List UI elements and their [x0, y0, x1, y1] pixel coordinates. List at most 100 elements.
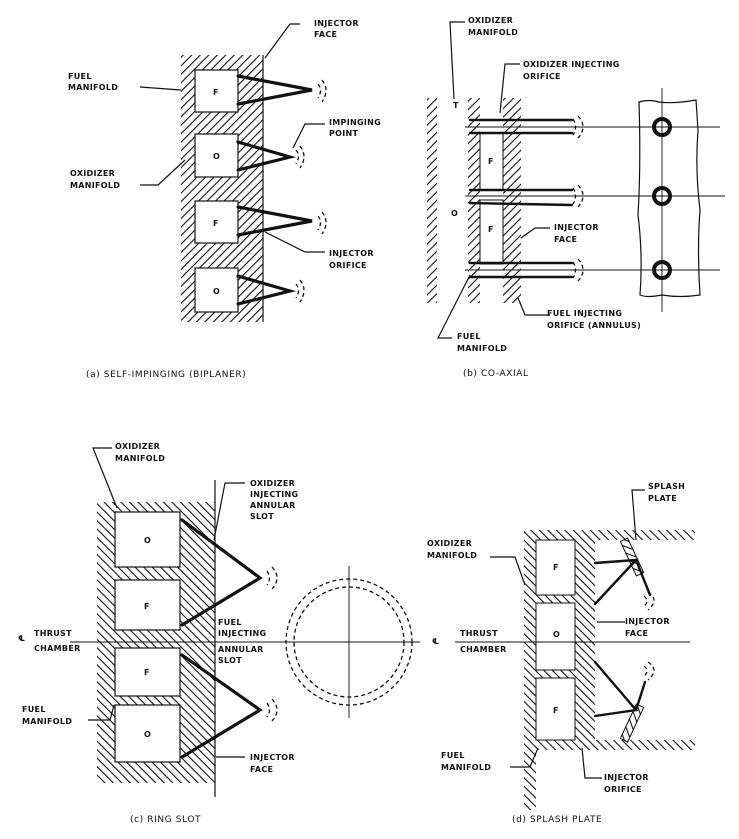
svg-text:OXIDIZER: OXIDIZER — [115, 442, 160, 451]
svg-text:ANNULAR: ANNULAR — [218, 645, 264, 654]
svg-text:OXIDIZER: OXIDIZER — [250, 479, 295, 488]
injector-face-plate — [503, 98, 521, 303]
svg-text:ORIFICE: ORIFICE — [604, 785, 642, 794]
manifold-box: F — [114, 579, 181, 631]
label-fuel-manifold: FUEL MANIFOLD — [68, 72, 118, 92]
svg-text:ORIFICE: ORIFICE — [523, 72, 561, 81]
svg-text:MANIFOLD: MANIFOLD — [68, 83, 118, 92]
svg-text:F: F — [213, 88, 218, 97]
label-oxidizer-injecting-annular-slot: OXIDIZER INJECTING ANNULAR SLOT — [250, 479, 298, 521]
panel-b-co-axial: F F T O — [427, 16, 725, 379]
svg-text:O: O — [213, 287, 220, 296]
svg-text:OXIDIZER: OXIDIZER — [427, 539, 472, 548]
svg-text:FUEL: FUEL — [22, 705, 46, 714]
oxidizer-mark: O — [553, 630, 560, 639]
svg-text:INJECTOR: INJECTOR — [250, 753, 295, 762]
spray-marks — [266, 566, 278, 722]
bottom-wall — [524, 740, 624, 750]
svg-text:INJECTOR: INJECTOR — [604, 773, 649, 782]
slot-jets — [180, 518, 263, 759]
manifold-box: F — [194, 200, 239, 244]
svg-text:FUEL: FUEL — [68, 72, 92, 81]
manifold-box: F — [114, 647, 181, 697]
svg-text:F: F — [213, 219, 218, 228]
svg-text:MANIFOLD: MANIFOLD — [441, 763, 491, 772]
svg-text:MANIFOLD: MANIFOLD — [427, 551, 477, 560]
inner-plate — [468, 98, 480, 303]
manifold-box: F — [194, 69, 239, 113]
svg-text:FUEL INJECTING: FUEL INJECTING — [547, 309, 622, 318]
chamber-top-wall — [595, 530, 695, 540]
spray-marks — [295, 79, 327, 303]
fuel-mark: F — [488, 225, 493, 234]
impinging-jets — [236, 74, 313, 306]
manifold-mark: O — [451, 209, 458, 218]
divider — [536, 670, 575, 678]
panel-c-ring-slot: O F F O OX — [18, 442, 420, 825]
svg-text:INJECTOR: INJECTOR — [554, 223, 599, 232]
manifold-box: O — [114, 511, 181, 568]
top-wall — [524, 530, 624, 540]
svg-text:FACE: FACE — [250, 765, 273, 774]
manifold-box: O — [114, 704, 181, 763]
svg-text:MANIFOLD: MANIFOLD — [70, 181, 120, 190]
svg-text:FACE: FACE — [314, 30, 337, 39]
svg-text:℄: ℄ — [432, 637, 439, 646]
label-thrust-chamber: ℄ THRUST CHAMBER — [18, 629, 81, 653]
manifold-box: O — [194, 267, 239, 313]
label-injector-orifice: INJECTOR ORIFICE — [329, 249, 374, 270]
label-fuel-manifold: FUEL MANIFOLD — [22, 705, 72, 726]
fuel-mark: F — [553, 563, 558, 572]
svg-text:℄: ℄ — [18, 634, 25, 643]
svg-text:ANNULAR: ANNULAR — [250, 501, 296, 510]
panel-a-self-impinging: F O F O — [68, 19, 381, 380]
svg-text:SPLASH: SPLASH — [648, 482, 685, 491]
caption-d: (d) SPLASH PLATE — [512, 815, 602, 825]
svg-text:O: O — [144, 536, 151, 545]
label-fuel-manifold: FUEL MANIFOLD — [457, 332, 507, 353]
svg-text:INJECTING: INJECTING — [250, 490, 298, 499]
svg-text:FACE: FACE — [554, 235, 577, 244]
label-thrust-chamber: ℄ THRUST CHAMBER — [432, 629, 506, 654]
label-oxidizer-manifold: OXIDIZER MANIFOLD — [427, 539, 477, 560]
svg-text:FUEL: FUEL — [457, 332, 481, 341]
label-impinging-point: IMPINGING POINT — [329, 118, 381, 138]
divider — [536, 595, 575, 603]
svg-text:O: O — [213, 152, 220, 161]
svg-text:IMPINGING: IMPINGING — [329, 118, 381, 127]
svg-text:CHAMBER: CHAMBER — [34, 644, 81, 653]
chamber-bottom-wall — [595, 740, 695, 750]
spray-marks — [572, 115, 584, 282]
svg-text:SLOT: SLOT — [218, 656, 242, 665]
ring-face-view — [285, 566, 413, 718]
fuel-mark: F — [553, 706, 558, 715]
svg-text:MANIFOLD: MANIFOLD — [468, 28, 518, 37]
svg-text:MANIFOLD: MANIFOLD — [457, 344, 507, 353]
svg-text:FUEL: FUEL — [218, 618, 242, 627]
splash-jets — [593, 558, 652, 718]
manifold-mark: T — [453, 101, 459, 110]
svg-text:INJECTOR: INJECTOR — [329, 249, 374, 258]
panel-d-splash-plate: F O F SPLASH PLATE OXIDIZER MANIFOLD — [427, 482, 695, 825]
svg-text:ORIFICE (ANNULUS): ORIFICE (ANNULUS) — [547, 321, 641, 330]
label-fuel-injecting-annular-slot: FUEL INJECTING ANNULAR SLOT — [218, 618, 266, 665]
label-injector-face: INJECTOR FACE — [314, 19, 359, 39]
label-splash-plate: SPLASH PLATE — [648, 482, 685, 503]
svg-text:MANIFOLD: MANIFOLD — [22, 717, 72, 726]
injector-face-plate — [575, 530, 595, 750]
label-oxidizer-manifold: OXIDIZER MANIFOLD — [70, 169, 120, 190]
svg-text:F: F — [144, 602, 149, 611]
label-fuel-manifold: FUEL MANIFOLD — [441, 751, 491, 772]
svg-text:THRUST: THRUST — [460, 629, 498, 638]
label-injector-orifice: INJECTOR ORIFICE — [604, 773, 649, 794]
svg-text:ORIFICE: ORIFICE — [329, 261, 367, 270]
back-wall — [427, 98, 437, 303]
svg-text:FACE: FACE — [625, 629, 648, 638]
face-view — [637, 88, 701, 312]
caption-c: (c) RING SLOT — [130, 815, 201, 825]
coaxial-jets — [465, 118, 725, 279]
svg-text:MANIFOLD: MANIFOLD — [115, 454, 165, 463]
svg-text:FUEL: FUEL — [441, 751, 465, 760]
label-oxidizer-manifold: OXIDIZER MANIFOLD — [468, 16, 518, 37]
